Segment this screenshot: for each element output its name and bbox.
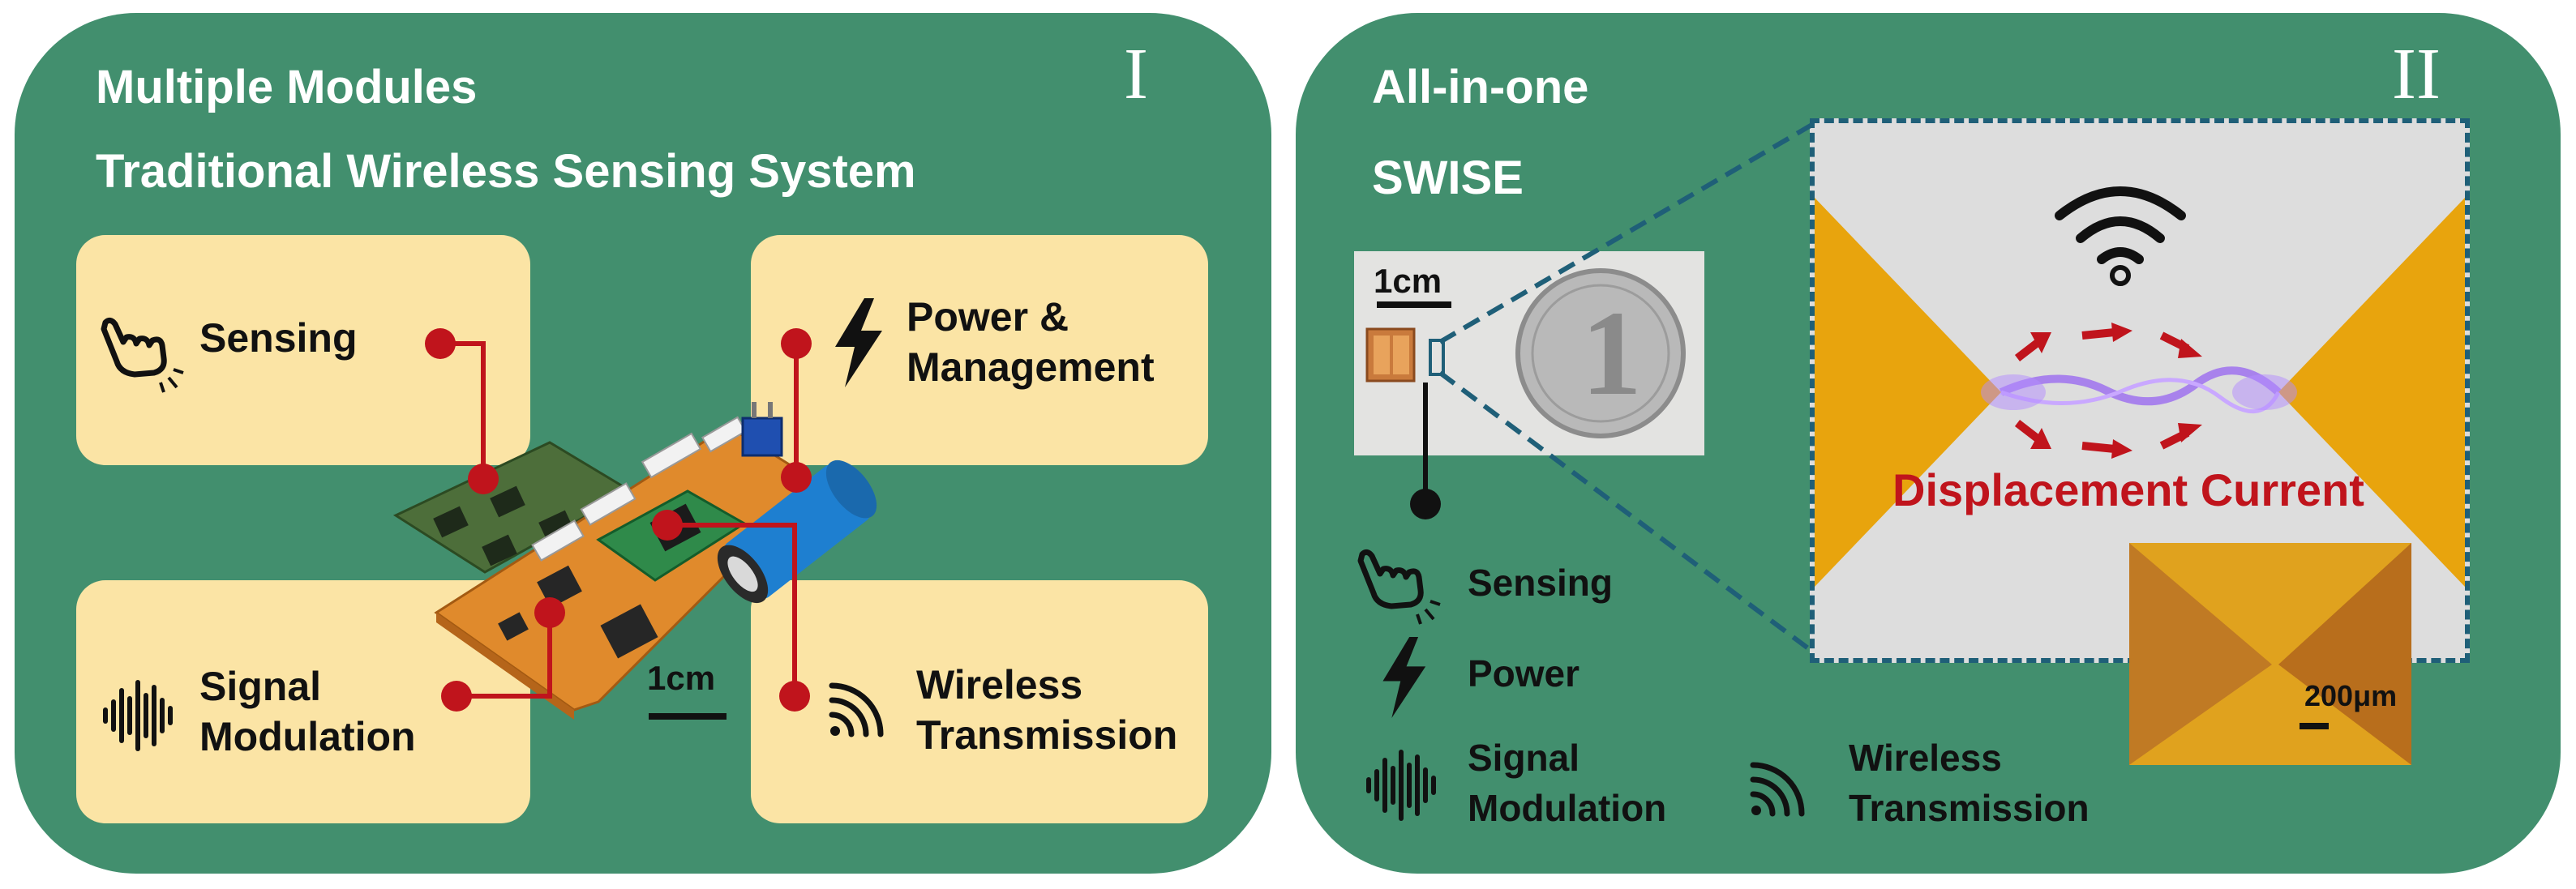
function-power-label: Power [1468,652,1580,695]
panel-2-title-line-2: SWISE [1372,152,1524,204]
panel-traditional-system: Multiple Modules Traditional Wireless Se… [15,13,1271,874]
sound-wave-icon [1364,749,1437,822]
wireless-transmission-label: Wireless Transmission [916,660,1177,760]
lightning-icon [1377,637,1429,718]
function-signal-line-1: Signal [1468,737,1580,779]
power-label-line-2: Management [907,344,1155,390]
sensing-label: Sensing [199,315,358,361]
sound-wave-icon [101,679,174,752]
displacement-current-label: Displacement Current [1892,464,2364,515]
connector-lines [425,328,812,712]
card-wireless-transmission [751,580,1208,823]
hand-touch-icon [1352,545,1442,626]
panel-2-roman-numeral: II [2392,34,2441,114]
inset-scale-label: 200μm [2304,679,2398,712]
function-signal-line-2: Modulation [1468,787,1667,829]
svg-text:1: 1 [1581,286,1642,421]
device-photo: 1 [1354,251,1704,455]
card-power-management [751,235,1208,465]
wifi-icon [2051,180,2189,286]
card-sensing [76,235,530,465]
wireless-icon [824,669,897,742]
function-wireless-line-2: Transmission [1849,787,2090,829]
signal-label-line-2: Modulation [199,714,416,759]
function-wireless-line-1: Wireless [1849,737,2002,779]
panel-2-title-line-1: All-in-one [1372,61,1589,113]
pcb-scale-label: 1cm [647,659,716,697]
panel-1-roman-numeral: I [1124,34,1148,114]
wireless-label-line-2: Transmission [916,712,1178,758]
photo-scale-label: 1cm [1374,262,1442,300]
function-wireless-label: Wireless Transmission [1849,733,2090,833]
panel-swise: All-in-one SWISE II 1 1cm [1296,13,2561,874]
hand-touch-icon [96,313,185,394]
lightning-icon [829,298,885,387]
zoom-guides [1410,121,1816,656]
signal-label-line-1: Signal [199,664,322,709]
micrograph-inset [2129,543,2411,765]
function-signal-label: Signal Modulation [1468,733,1666,833]
power-label-line-1: Power & [907,294,1069,340]
panel-1-title-line-2: Traditional Wireless Sensing System [96,145,916,198]
wireless-icon [1745,749,1818,822]
function-sensing-label: Sensing [1468,562,1613,604]
wireless-label-line-1: Wireless [916,662,1083,707]
power-management-label: Power & Management [907,292,1155,392]
signal-modulation-label: Signal Modulation [199,661,416,762]
panel-1-title-line-1: Multiple Modules [96,61,478,113]
